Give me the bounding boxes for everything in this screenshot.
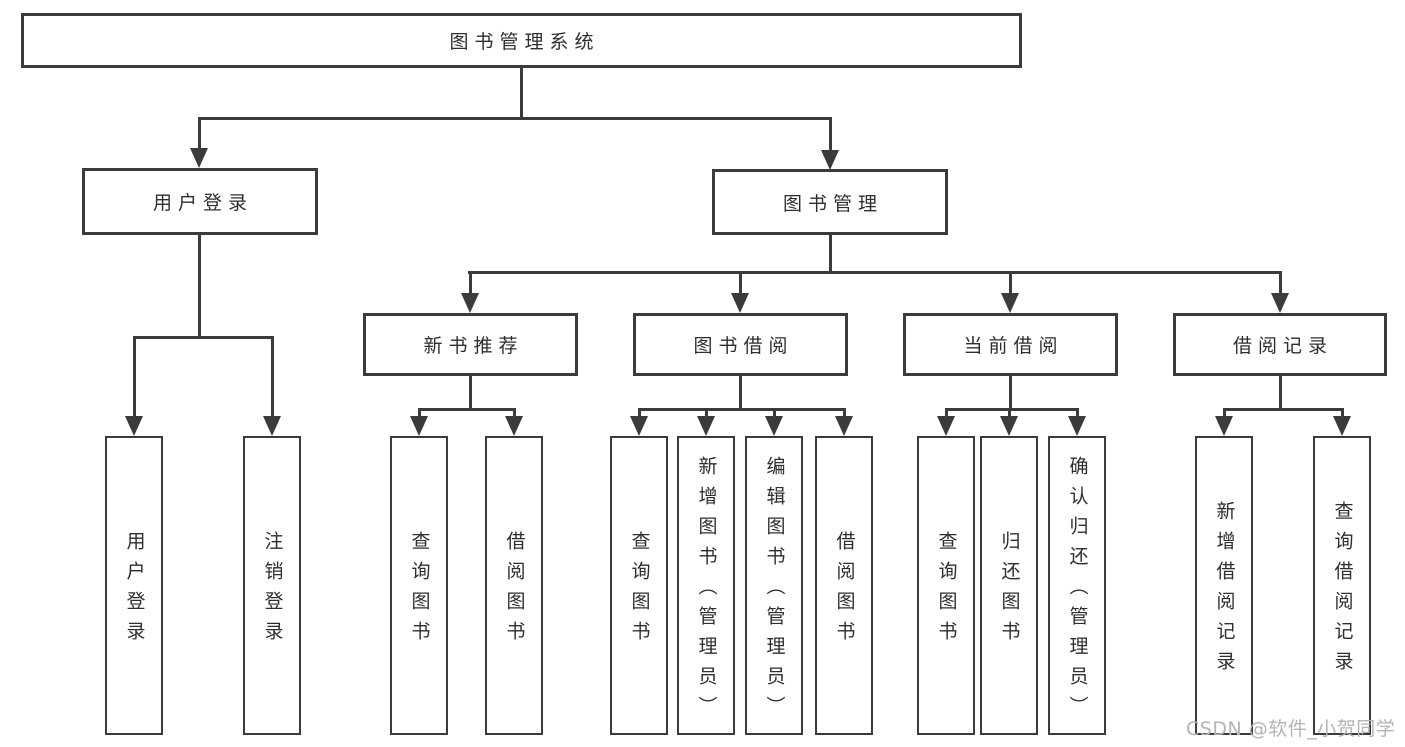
arrowhead-leaf — [630, 416, 648, 436]
leaf-query-books-borrowing-label: 查询图书 — [628, 531, 651, 651]
connector-leaf-drop — [418, 408, 421, 420]
connector-level1-bus — [198, 117, 832, 120]
leaf-edit-books-admin: 编辑图书（管理员） — [745, 436, 803, 735]
connector-current-borrowing-bus — [945, 408, 1078, 411]
connector-level2-bus — [468, 271, 1282, 274]
leaf-return-books-label: 归还图书 — [998, 531, 1021, 651]
node-current-borrowing-label: 当前借阅 — [963, 335, 1064, 357]
node-book-management: 图书管理 — [712, 169, 948, 235]
leaf-query-borrow-record: 查询借阅记录 — [1313, 436, 1371, 735]
arrowhead-leaf — [1000, 416, 1018, 436]
arrowhead-current-borrowing — [1001, 293, 1019, 313]
arrowhead-user-login — [190, 148, 208, 168]
leaf-query-books-current-label: 查询图书 — [935, 531, 958, 651]
node-book-borrowing: 图书借阅 — [633, 313, 848, 376]
leaf-confirm-return-admin-label: 确认归还（管理员） — [1066, 456, 1089, 726]
leaf-borrow-books-recommend-label: 借阅图书 — [503, 531, 526, 651]
arrowhead-leaf — [1068, 416, 1086, 436]
arrowhead-leaf — [410, 416, 428, 436]
connector-borrowing-records-stem — [1279, 376, 1282, 411]
connector-book-borrowing-stem — [739, 376, 742, 411]
node-new-book-recommend: 新书推荐 — [363, 313, 578, 376]
connector-leaf-drop — [1341, 408, 1344, 420]
arrowhead-borrowing-records — [1271, 293, 1289, 313]
arrowhead-book-borrowing — [731, 293, 749, 313]
connector-book-management-stem — [829, 235, 832, 274]
arrowhead-leaf — [1215, 416, 1233, 436]
connector-level2-drop — [739, 271, 742, 297]
leaf-borrow-books: 借阅图书 — [815, 436, 873, 735]
leaf-logout: 注销登录 — [243, 436, 301, 735]
connector-book-management-drop — [829, 117, 832, 153]
connector-leaf-drop — [773, 408, 776, 420]
leaf-query-books-borrowing: 查询图书 — [610, 436, 668, 735]
leaf-add-books-admin-label: 新增图书（管理员） — [695, 456, 718, 726]
leaf-user-login: 用户登录 — [105, 436, 163, 735]
arrowhead-leaf — [125, 416, 143, 436]
leaf-confirm-return-admin: 确认归还（管理员） — [1048, 436, 1106, 735]
leaf-edit-books-admin-label: 编辑图书（管理员） — [763, 456, 786, 726]
node-user-login-label: 用户登录 — [152, 192, 253, 214]
leaf-query-books-current: 查询图书 — [917, 436, 975, 735]
connector-leaf-drop — [1223, 408, 1226, 420]
leaf-query-books-recommend: 查询图书 — [390, 436, 448, 735]
connector-leaf-drop — [638, 408, 641, 420]
node-borrowing-records-label: 借阅记录 — [1232, 335, 1333, 357]
node-book-borrowing-label: 图书借阅 — [693, 335, 794, 357]
node-new-book-recommend-label: 新书推荐 — [423, 335, 524, 357]
connector-new-book-bus — [418, 408, 516, 411]
arrowhead-leaf — [1333, 416, 1351, 436]
arrowhead-book-management — [821, 150, 839, 170]
connector-level2-drop — [469, 271, 472, 297]
connector-leaf-drop — [945, 408, 948, 420]
arrowhead-new-book-recommend — [461, 293, 479, 313]
connector-current-borrowing-stem — [1009, 376, 1012, 411]
connector-user-login-drop — [198, 117, 201, 151]
arrowhead-leaf — [937, 416, 955, 436]
connector-new-book-stem — [469, 376, 472, 411]
connector-book-borrowing-bus — [638, 408, 845, 411]
leaf-borrow-books-recommend: 借阅图书 — [485, 436, 543, 735]
leaf-add-borrow-record-label: 新增借阅记录 — [1213, 501, 1236, 681]
node-borrowing-records: 借阅记录 — [1173, 313, 1387, 376]
arrowhead-leaf — [835, 416, 853, 436]
leaf-query-borrow-record-label: 查询借阅记录 — [1331, 501, 1354, 681]
connector-level2-drop — [1009, 271, 1012, 297]
arrowhead-leaf — [697, 416, 715, 436]
node-root: 图书管理系统 — [21, 13, 1022, 68]
connector-user-login-stem — [198, 235, 201, 339]
connector-borrowing-records-bus — [1224, 408, 1343, 411]
connector-leaf-drop — [271, 336, 274, 420]
csdn-watermark: CSDN @软件_小贺同学 — [1186, 718, 1396, 740]
node-user-login: 用户登录 — [82, 168, 318, 235]
leaf-return-books: 归还图书 — [980, 436, 1038, 735]
connector-leaf-drop — [1076, 408, 1079, 420]
leaf-add-books-admin: 新增图书（管理员） — [677, 436, 735, 735]
connector-root-stem — [520, 68, 523, 120]
arrowhead-leaf — [505, 416, 523, 436]
leaf-user-login-label: 用户登录 — [123, 531, 146, 651]
connector-leaf-drop — [705, 408, 708, 420]
node-book-management-label: 图书管理 — [782, 192, 883, 215]
connector-leaf-drop — [513, 408, 516, 420]
leaf-query-books-recommend-label: 查询图书 — [408, 531, 431, 651]
leaf-logout-label: 注销登录 — [261, 531, 284, 651]
connector-leaf-drop — [1008, 408, 1011, 420]
arrowhead-leaf — [765, 416, 783, 436]
node-current-borrowing: 当前借阅 — [903, 313, 1118, 376]
connector-user-login-bus — [133, 336, 274, 339]
node-root-label: 图书管理系统 — [449, 31, 600, 53]
leaf-borrow-books-label: 借阅图书 — [833, 531, 856, 651]
connector-leaf-drop — [843, 408, 846, 420]
connector-level2-drop — [1279, 271, 1282, 297]
connector-leaf-drop — [133, 336, 136, 420]
arrowhead-leaf — [263, 416, 281, 436]
leaf-add-borrow-record: 新增借阅记录 — [1195, 436, 1253, 735]
